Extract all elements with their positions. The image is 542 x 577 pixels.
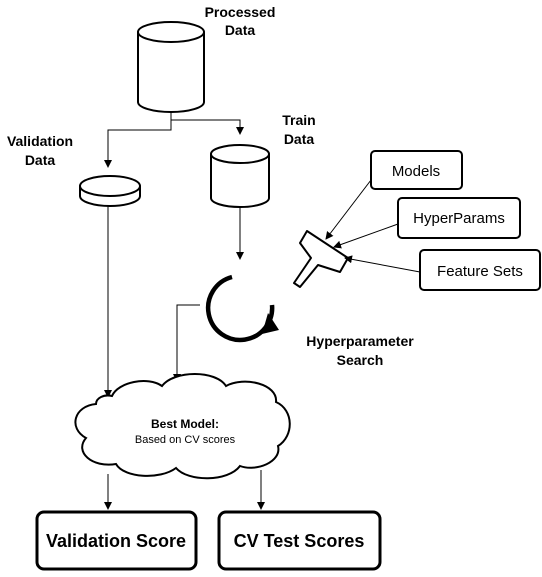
feature-sets-box: Feature Sets — [419, 249, 541, 291]
search-to-best-model-arrow — [173, 304, 200, 382]
hyperparams-label: HyperParams — [413, 210, 505, 227]
train-data-cylinder-icon — [210, 144, 270, 208]
validation-score-box: Validation Score — [35, 510, 198, 571]
processed-data-label-line1: Processed — [205, 4, 276, 20]
hyperparameter-search-label-line1: Hyperparameter — [306, 333, 414, 349]
processed-to-split-connector — [104, 112, 244, 168]
models-label: Models — [392, 163, 440, 180]
validation-data-label-line2: Data — [25, 152, 56, 168]
funnel-icon — [293, 230, 349, 288]
validation-score-label: Validation Score — [46, 531, 186, 551]
feature-sets-label: Feature Sets — [437, 263, 523, 280]
hyperparams-box: HyperParams — [397, 197, 521, 239]
best-model-to-scores-arrows — [104, 470, 265, 510]
best-model-cloud: Best Model: Based on CV scores — [74, 373, 291, 480]
train-data-label-line1: Train — [282, 112, 315, 128]
models-box: Models — [370, 150, 463, 190]
best-model-subtitle: Based on CV scores — [135, 434, 236, 446]
processed-data-cylinder-icon — [137, 21, 205, 113]
best-model-title: Best Model: — [151, 417, 219, 431]
cv-test-scores-box: CV Test Scores — [217, 510, 382, 571]
hyperparameter-search-label-line2: Search — [337, 352, 384, 368]
cv-test-scores-label: CV Test Scores — [234, 531, 365, 551]
validation-data-disk-icon — [79, 175, 141, 207]
inputs-to-funnel-arrows — [325, 179, 421, 273]
hyperparameter-search-cycle-icon — [205, 274, 279, 343]
validation-data-label-line1: Validation — [7, 133, 73, 149]
processed-data-label-line2: Data — [225, 22, 256, 38]
train-data-label-line2: Data — [284, 131, 315, 147]
